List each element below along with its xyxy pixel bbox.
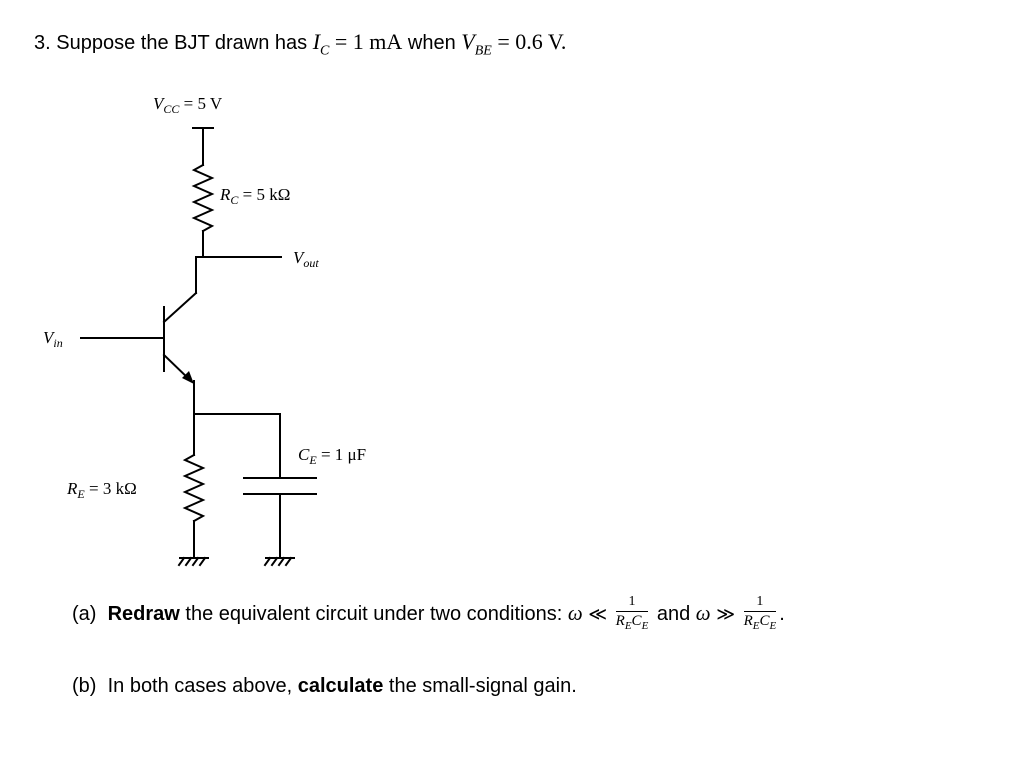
re-resistor: [182, 453, 206, 523]
part-a-end: .: [779, 602, 785, 625]
fraction-2: 1 RECE: [743, 594, 777, 632]
rc-label: RC = 5 kΩ: [219, 185, 290, 207]
vin-label: Vin: [43, 328, 63, 350]
omega-2: ω: [695, 600, 711, 625]
question-number: 3.: [34, 32, 51, 54]
much-less-symbol: ≪: [588, 603, 608, 625]
omega-1: ω: [567, 600, 583, 625]
part-b-text2: the small-signal gain.: [388, 675, 577, 697]
part-a: (a) Redraw the equivalent circuit under …: [72, 594, 785, 635]
part-b-text1: In both cases above,: [107, 675, 293, 697]
ce-label: CE = 1 μF: [298, 445, 366, 467]
emitter-arrow-icon: [182, 371, 194, 384]
part-b-label: (b): [72, 675, 97, 697]
bjt-circuit-diagram: VCC = 5 V RC = 5 kΩ Vout Vin RE = 3 kΩ C…: [43, 94, 366, 567]
ground-symbol-re: [177, 556, 209, 567]
re-label: RE = 3 kΩ: [66, 479, 137, 501]
vbe-expression: VBE = 0.6 V.: [461, 29, 567, 59]
much-greater-symbol: ≫: [716, 603, 736, 625]
part-b-bold: calculate: [297, 675, 384, 697]
question-title: 3. Suppose the BJT drawn has IC = 1 mA w…: [34, 29, 566, 59]
part-a-text: the equivalent circuit under two conditi…: [185, 602, 563, 625]
question-lead: Suppose the BJT drawn has: [56, 32, 308, 54]
ic-expression: IC = 1 mA: [312, 29, 403, 59]
part-a-and: and: [656, 602, 691, 625]
question-when: when: [407, 32, 456, 54]
vcc-label: VCC = 5 V: [153, 94, 223, 116]
part-a-bold: Redraw: [107, 602, 180, 625]
part-a-label: (a): [72, 602, 97, 625]
rc-resistor: [191, 163, 215, 233]
ground-symbol-ce: [263, 556, 295, 567]
fraction-1: 1 RECE: [615, 594, 649, 632]
part-b: (b) In both cases above, calculate the s…: [72, 675, 577, 698]
bjt-collector-lead: [162, 291, 198, 324]
vout-label: Vout: [293, 248, 319, 270]
